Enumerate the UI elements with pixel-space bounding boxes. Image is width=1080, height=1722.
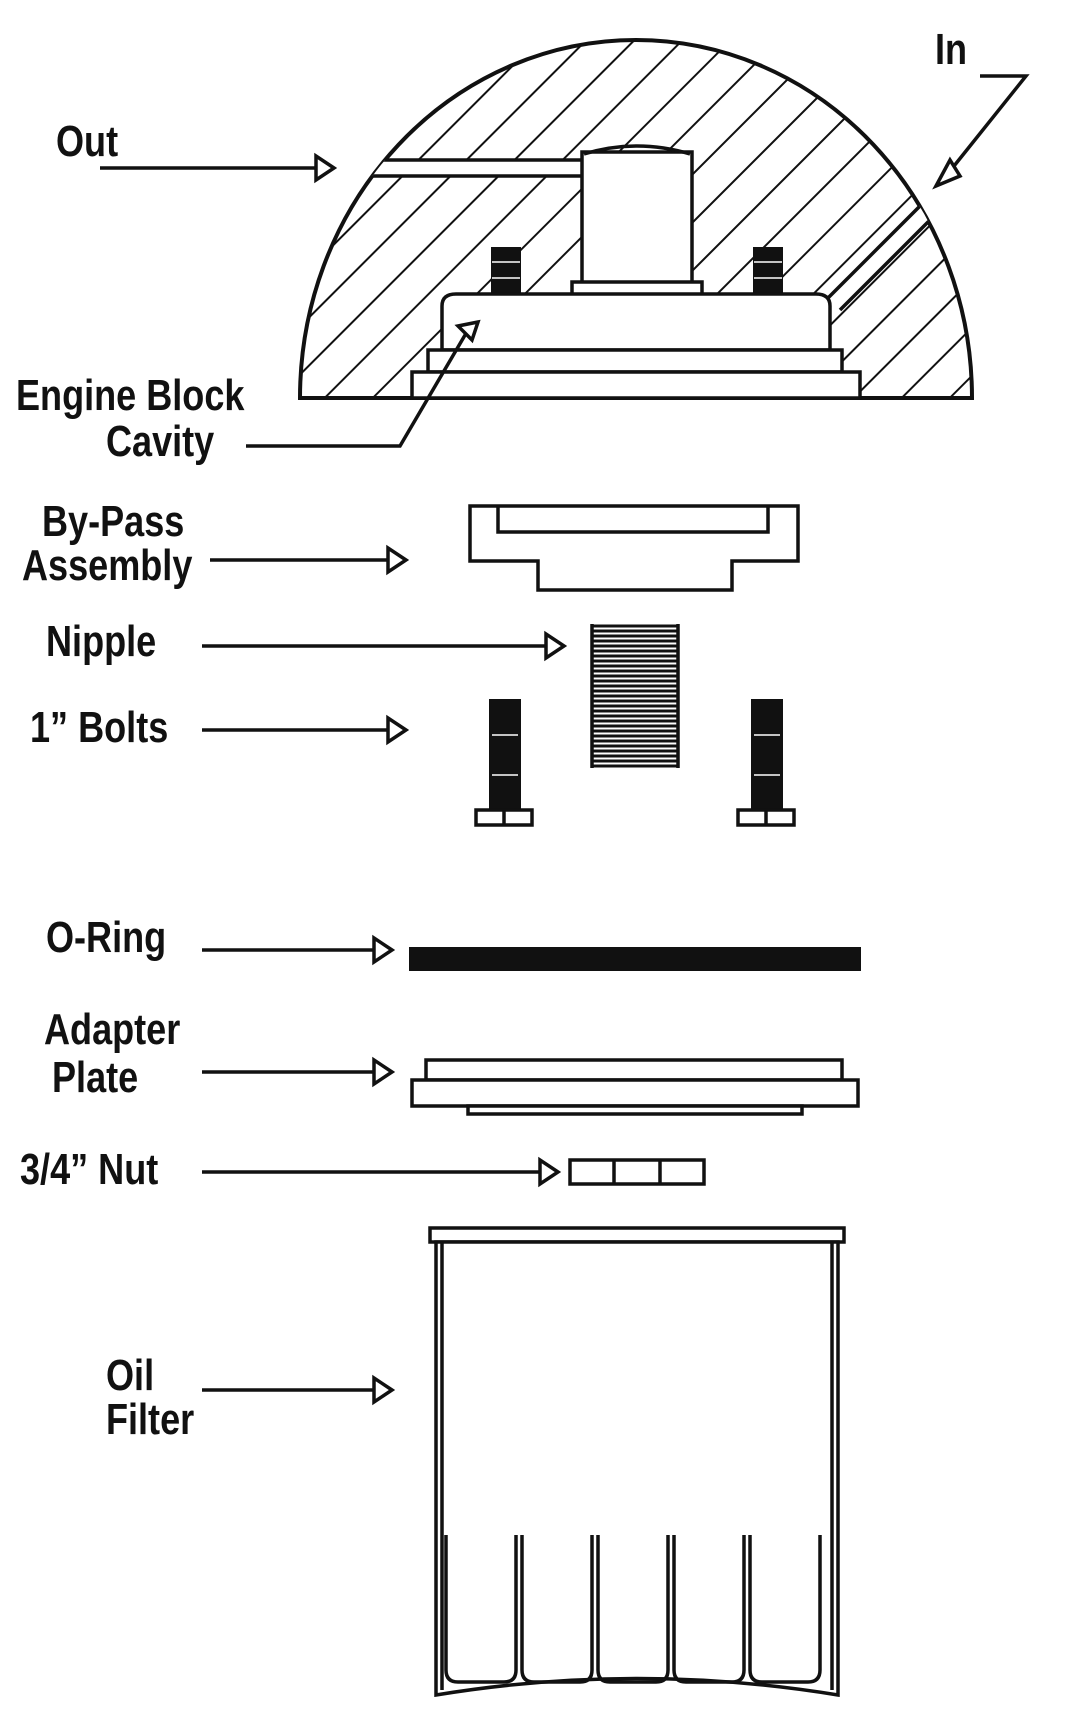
bolt-left: [474, 699, 534, 827]
svg-text:Assembly: Assembly: [22, 541, 193, 590]
label-nut: 3/4” Nut: [20, 1145, 562, 1194]
label-bolts: 1” Bolts: [30, 703, 410, 752]
svg-text:Cavity: Cavity: [106, 417, 215, 466]
svg-text:O-Ring: O-Ring: [46, 913, 166, 962]
svg-text:By-Pass: By-Pass: [42, 497, 184, 546]
svg-text:Filter: Filter: [106, 1395, 194, 1444]
oil-filter: [428, 1226, 846, 1698]
nipple: [590, 624, 680, 768]
svg-text:3/4” Nut: 3/4” Nut: [20, 1145, 158, 1194]
svg-text:In: In: [935, 25, 967, 74]
engine-block-cavity: [440, 292, 832, 352]
svg-text:Out: Out: [56, 117, 118, 166]
adapter-plate: [410, 1058, 860, 1116]
svg-text:1” Bolts: 1” Bolts: [30, 703, 168, 752]
bolt-right: [736, 699, 796, 827]
nut: [568, 1158, 706, 1186]
embedded-bolt-left: [491, 247, 521, 299]
o-ring: [409, 947, 861, 971]
label-oil-filter: Oil Filter: [106, 1351, 396, 1444]
svg-text:Oil: Oil: [106, 1351, 154, 1400]
svg-text:Plate: Plate: [52, 1053, 138, 1102]
label-out: Out: [56, 117, 338, 184]
label-in: In: [932, 25, 1030, 190]
label-adapter-plate: Adapter Plate: [44, 1005, 396, 1102]
engine-block: [297, 38, 975, 400]
label-o-ring: O-Ring: [46, 913, 396, 966]
out-passage: [300, 158, 590, 178]
label-engine-block-cavity: Engine Block Cavity: [16, 319, 481, 466]
label-nipple: Nipple: [46, 617, 568, 666]
label-bypass-assembly: By-Pass Assembly: [22, 497, 410, 590]
filter-flutes: [444, 1535, 822, 1684]
embedded-bolt-right: [753, 247, 783, 299]
bypass-assembly: [468, 504, 800, 592]
svg-text:Engine Block: Engine Block: [16, 371, 245, 420]
svg-text:Nipple: Nipple: [46, 617, 156, 666]
svg-text:Adapter: Adapter: [44, 1005, 181, 1054]
central-post: [580, 150, 694, 286]
